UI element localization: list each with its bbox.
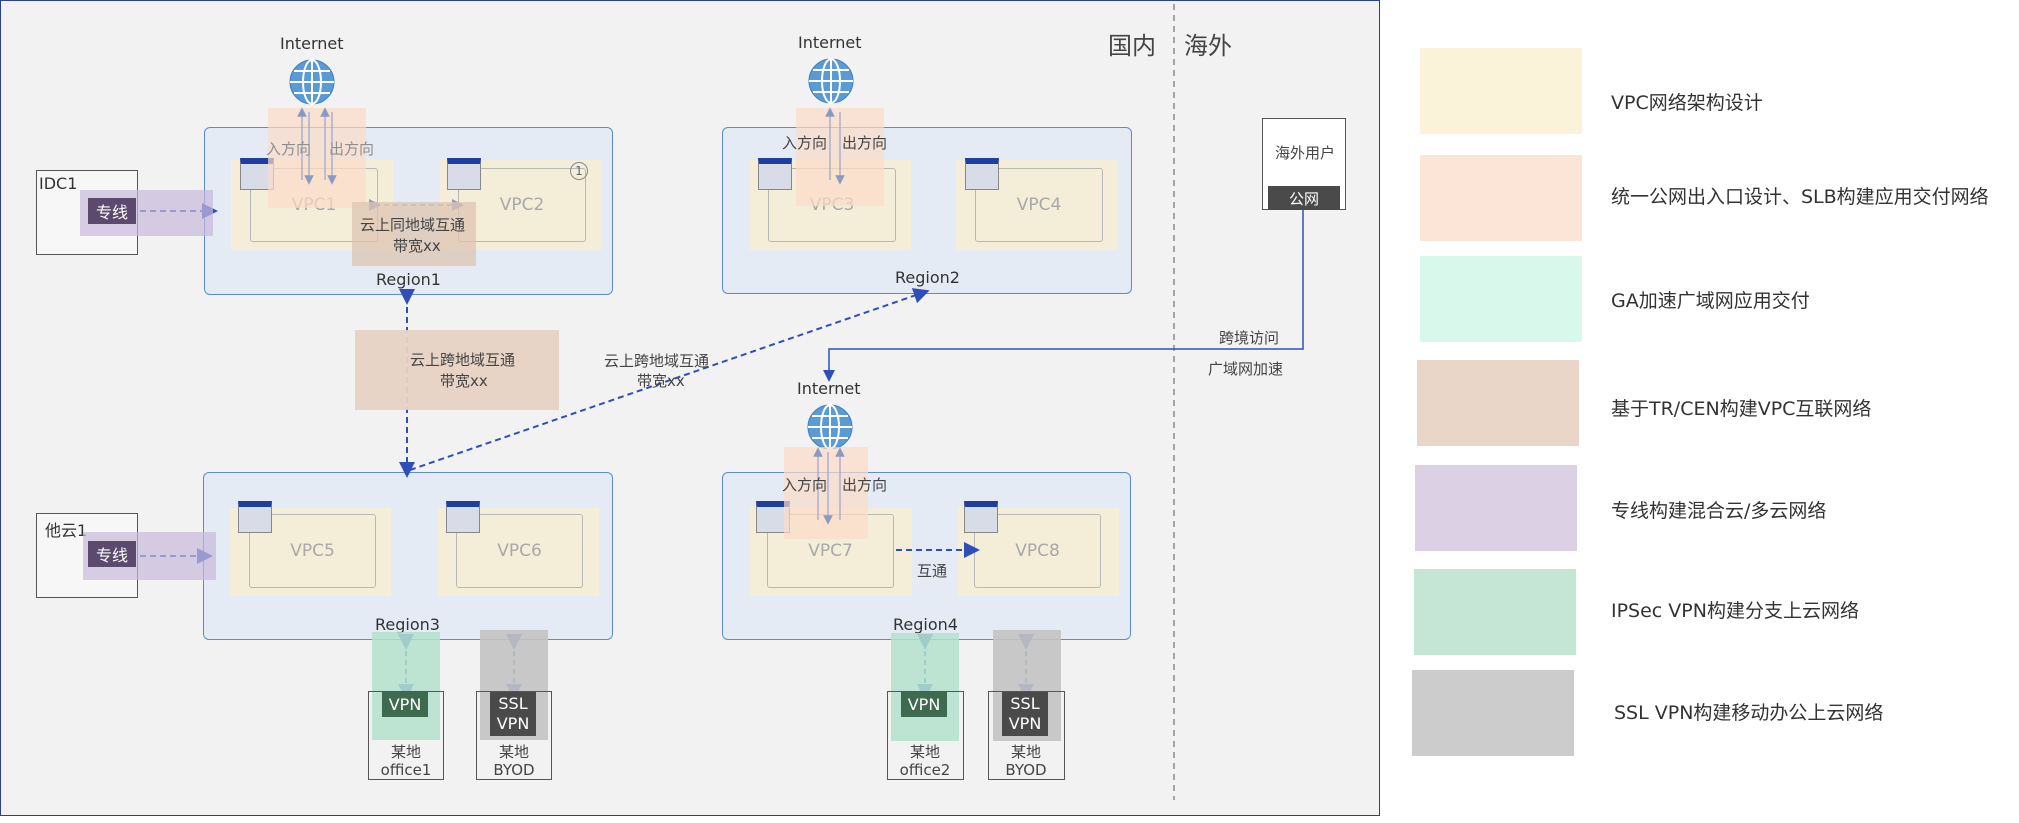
numbered-badge: 1 <box>570 162 588 180</box>
legend-label: SSL VPN构建移动办公上云网络 <box>1614 702 1884 724</box>
same-region-bandwidth: 带宽xx <box>393 237 441 255</box>
cross-region-bandwidth-2: 带宽xx <box>637 372 685 390</box>
scope-domestic: 国内 <box>1108 32 1156 60</box>
direction-in-label: 入方向 <box>782 134 828 152</box>
cross-border-label: 跨境访问 <box>1219 329 1280 347</box>
legend-swatch <box>1415 465 1577 551</box>
direction-in-label: 入方向 <box>782 476 828 494</box>
idc1-label: IDC1 <box>39 174 78 193</box>
region-3-label: Region3 <box>375 615 440 634</box>
connector-layer <box>1173 4 1175 800</box>
legend-label: 统一公网出入口设计、SLB构建应用交付网络 <box>1611 186 1989 208</box>
ipsec-vpn-area <box>372 632 440 740</box>
vpn-gateway-tag: VPN <box>901 692 947 717</box>
scope-overseas: 海外 <box>1184 32 1232 60</box>
legend-swatch <box>1420 48 1582 134</box>
ipsec-vpn-area <box>891 633 959 741</box>
vpc-cloud-icon <box>447 158 481 190</box>
same-region-interconnect <box>352 202 476 266</box>
vpc-cloud-icon <box>238 501 272 533</box>
globe-icon <box>808 58 854 104</box>
vpc-cloud-icon <box>446 501 480 533</box>
vpc-cloud-icon <box>758 158 792 190</box>
legend-label: 基于TR/CEN构建VPC互联网络 <box>1611 398 1872 420</box>
internet-label: Internet <box>797 379 861 398</box>
ssl-vpn-line-1: SSL <box>498 694 528 713</box>
office2-label-a: 某地 <box>909 743 940 761</box>
dedicated-line-tag: 专线 <box>88 198 136 224</box>
vpc-cloud-icon <box>965 158 999 190</box>
public-network-tag: 公网 <box>1268 186 1340 210</box>
globe-icon <box>807 404 853 450</box>
ssl-vpn-tag: SSL VPN <box>1002 692 1048 736</box>
region-4-label: Region4 <box>893 615 958 634</box>
internet-label: Internet <box>798 33 862 52</box>
office2-box[interactable] <box>887 691 964 780</box>
cross-region-label: 云上跨地域互通 <box>410 351 516 369</box>
legend-swatch <box>1420 155 1582 241</box>
legend-swatch <box>1412 670 1574 756</box>
direction-out-label: 出方向 <box>842 134 888 152</box>
legend-label: IPSec VPN构建分支上云网络 <box>1611 600 1859 622</box>
ssl-vpn-tag: SSL VPN <box>490 692 536 736</box>
other-cloud-label: 他云1 <box>45 521 88 540</box>
wan-accel-label: 广域网加速 <box>1208 360 1284 378</box>
legend-label: 专线构建混合云/多云网络 <box>1611 500 1827 522</box>
direction-in-label: 入方向 <box>266 140 312 158</box>
office1-box[interactable] <box>368 691 444 780</box>
legend-label: GA加速广域网应用交付 <box>1611 290 1810 312</box>
vpc-5[interactable]: VPC5 <box>249 514 376 588</box>
byod-label-a: 某地 <box>1010 743 1041 761</box>
public-gateway-overlay <box>268 108 366 208</box>
overseas-user-label: 海外用户 <box>1275 144 1336 162</box>
byod-label-a: 某地 <box>498 743 529 761</box>
vpc-4[interactable]: VPC4 <box>975 168 1103 242</box>
vpn-gateway-tag: VPN <box>382 692 428 717</box>
cross-region-interconnect <box>355 330 559 410</box>
byod-label-b: BYOD <box>1005 761 1047 779</box>
cross-region-label-2: 云上跨地域互通 <box>604 352 710 370</box>
region-2-label: Region2 <box>895 268 960 287</box>
byod-box[interactable] <box>988 691 1065 780</box>
same-region-label: 云上同地域互通 <box>360 216 466 234</box>
ssl-vpn-line-2: VPN <box>496 714 530 733</box>
legend-swatch <box>1414 569 1576 655</box>
legend-swatch <box>1417 360 1579 446</box>
legend-swatch <box>1420 256 1582 342</box>
legend-label: VPC网络架构设计 <box>1611 92 1763 114</box>
vpc-cloud-icon <box>964 501 998 533</box>
dedicated-line-tag: 专线 <box>88 541 136 567</box>
direction-out-label: 出方向 <box>329 140 375 158</box>
ssl-vpn-line-2: VPN <box>1008 714 1042 733</box>
globe-icon <box>289 59 335 105</box>
direction-arrows <box>140 107 1304 700</box>
vpc-peer-label: 互通 <box>917 560 948 581</box>
vpc-6[interactable]: VPC6 <box>456 514 583 588</box>
direction-out-label: 出方向 <box>842 476 888 494</box>
byod-label-b: BYOD <box>493 761 535 779</box>
internet-label: Internet <box>280 34 344 53</box>
region-1-label: Region1 <box>376 270 441 289</box>
ssl-vpn-line-1: SSL <box>1010 694 1040 713</box>
office1-label-b: office1 <box>380 761 432 779</box>
office2-label-b: office2 <box>899 761 951 779</box>
office1-label-a: 某地 <box>390 743 421 761</box>
byod-box[interactable] <box>476 691 552 780</box>
cross-region-bandwidth: 带宽xx <box>440 372 488 390</box>
